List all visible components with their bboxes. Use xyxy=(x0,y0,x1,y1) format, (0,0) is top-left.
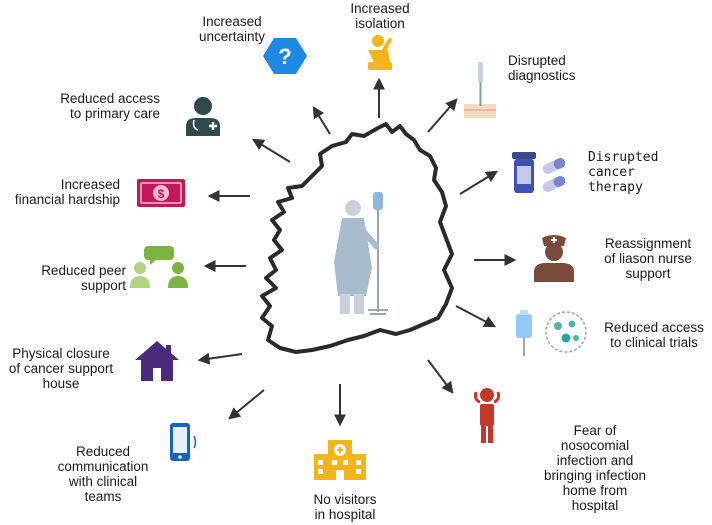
peer-group-icon xyxy=(130,246,188,288)
arrow-to-fear xyxy=(427,359,454,394)
arrow-to-primary-care xyxy=(251,138,291,163)
pill-bottle-icon xyxy=(512,152,566,193)
label-nurse: Reassignment of liason nurse support xyxy=(604,236,692,281)
banknote-icon: $ xyxy=(137,179,185,207)
label-communication: Reduced communication with clinical team… xyxy=(57,444,149,504)
distressed-person-icon xyxy=(474,388,500,443)
label-financial: Increased financial hardship xyxy=(14,177,120,207)
needle-biopsy-icon xyxy=(464,62,496,118)
question-hexagon-icon: ? xyxy=(263,38,307,74)
arrow-to-trials xyxy=(455,305,497,328)
house-icon xyxy=(135,341,179,381)
label-uncertainty: Increased uncertainty xyxy=(198,14,266,44)
label-visitors: No visitors in hospital xyxy=(313,492,377,522)
svg-text:?: ? xyxy=(278,44,291,69)
iv-bag-virus-icon xyxy=(516,310,587,356)
label-trials: Reduced access to clinical trials xyxy=(604,320,704,350)
nurse-icon xyxy=(534,235,574,282)
sad-person-icon xyxy=(368,35,392,70)
label-peer: Reduced peer support xyxy=(41,263,126,293)
label-fear: Fear of nosocomial infection and bringin… xyxy=(543,423,647,513)
ireland-map-outline xyxy=(260,122,454,354)
svg-text:$: $ xyxy=(158,187,165,201)
label-support-house: Physical closure of cancer support house xyxy=(8,346,114,391)
arrow-to-diagnostics xyxy=(427,98,458,133)
label-therapy: Disrupted cancer therapy xyxy=(588,150,659,195)
arrow-to-therapy xyxy=(459,170,499,195)
label-primary-care: Reduced access to primary care xyxy=(60,91,160,121)
phone-icon xyxy=(170,423,197,461)
arrow-to-support-house xyxy=(197,352,243,365)
arrow-to-uncertainty xyxy=(312,105,331,135)
doctor-icon xyxy=(186,97,220,136)
patient-with-iv-drip-icon xyxy=(334,192,388,315)
label-isolation: Increased isolation xyxy=(350,1,410,31)
arrow-to-communication xyxy=(228,389,265,420)
label-diagnostics: Disrupted diagnostics xyxy=(508,53,576,83)
hospital-icon xyxy=(314,440,366,480)
